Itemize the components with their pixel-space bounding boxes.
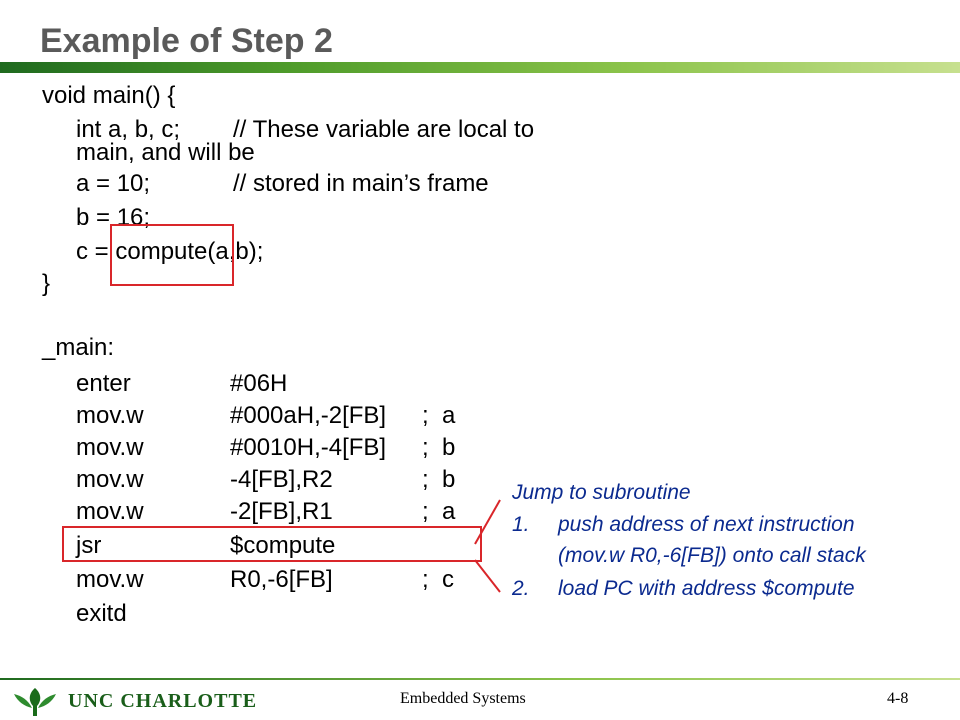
footer-title: Embedded Systems: [400, 690, 526, 707]
asm-comment: ; a: [422, 402, 456, 429]
callout-item: load PC with address $compute: [558, 577, 855, 600]
callout-heading: Jump to subroutine: [512, 481, 691, 504]
callout-item: push address of next instruction: [558, 513, 855, 536]
asm-op: mov.w: [76, 402, 144, 429]
asm-op: exitd: [76, 600, 127, 627]
asm-label: _main:: [42, 334, 115, 361]
asm-comment: ; a: [422, 498, 456, 525]
asm-comment: ; c: [422, 566, 455, 593]
asm-op: enter: [76, 370, 131, 397]
asm-arg: -4[FB],R2: [230, 466, 333, 493]
asm-arg: #000aH,-2[FB]: [230, 402, 387, 429]
callout-item: (mov.w R0,-6[FB]) onto call stack: [558, 544, 866, 567]
asm-comment: ; b: [422, 466, 456, 493]
code-line: }: [42, 270, 51, 297]
code-comment: // These variable are local to: [233, 116, 535, 143]
asm-op: jsr: [76, 532, 102, 559]
highlight-box-compute-call: [110, 224, 234, 286]
asm-op: mov.w: [76, 498, 144, 525]
page-number: 4-8: [887, 690, 909, 707]
university-logo-icon: [14, 688, 56, 716]
asm-arg: R0,-6[FB]: [230, 566, 333, 593]
highlight-box-jsr: [62, 526, 482, 562]
asm-op: mov.w: [76, 566, 144, 593]
asm-op: mov.w: [76, 466, 144, 493]
code-line: b = 16;: [76, 204, 151, 231]
asm-op: mov.w: [76, 434, 144, 461]
code-comment: main, and will be: [76, 139, 255, 166]
code-comment: // stored in main’s frame: [233, 170, 489, 197]
asm-comment: ; b: [422, 434, 456, 461]
asm-arg: #06H: [230, 370, 288, 397]
university-logo: UNC CHARLOTTE: [68, 690, 258, 712]
asm-arg: $compute: [230, 532, 336, 559]
asm-arg: #0010H,-4[FB]: [230, 434, 387, 461]
asm-arg: -2[FB],R1: [230, 498, 333, 525]
title-underline-bar: [0, 62, 960, 73]
code-line: c = compute(a,b);: [76, 238, 264, 265]
code-line: int a, b, c;: [76, 116, 181, 143]
code-line: a = 10;: [76, 170, 151, 197]
code-line: void main() {: [42, 82, 176, 109]
footer-divider: [0, 678, 960, 680]
slide-title: Example of Step 2: [40, 22, 333, 60]
callout-item-number: 1.: [512, 513, 530, 536]
callout-item-number: 2.: [512, 577, 530, 600]
